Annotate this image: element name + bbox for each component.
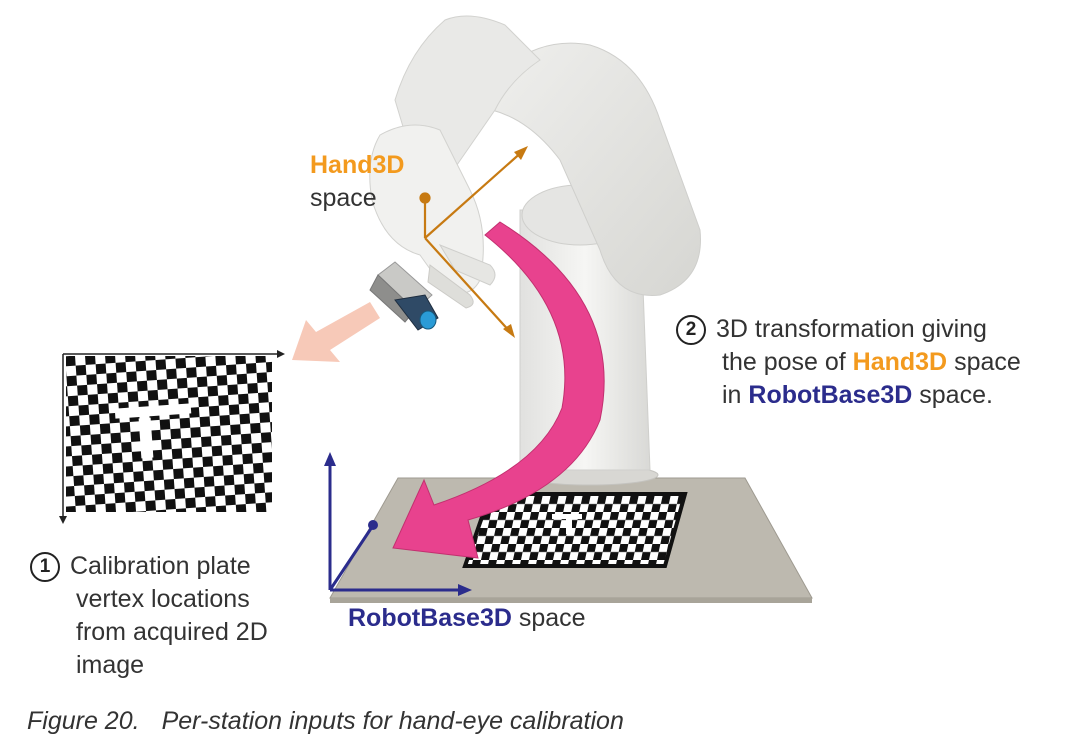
transform-arrow <box>392 221 605 559</box>
step1-line2-text: vertex locations <box>76 585 250 613</box>
step2-line2: the pose of Hand3D space <box>722 347 1021 377</box>
camera-view-arrow <box>292 302 380 362</box>
step1-line3: from acquired 2D <box>76 617 268 647</box>
step1-line4: image <box>76 650 144 680</box>
hand3d-name: Hand3D <box>310 151 405 179</box>
hand3d-axes <box>419 146 528 338</box>
step1-line3-text: from acquired 2D <box>76 618 268 646</box>
hand3d-label: Hand3D <box>310 150 404 180</box>
step1-line2: vertex locations <box>76 584 250 614</box>
step2-line1: 2 3D transformation giving <box>676 314 987 345</box>
camera-icon <box>369 261 439 331</box>
step2-line3: in RobotBase3D space. <box>722 380 993 410</box>
figure-caption: Figure 20. Per-station inputs for hand-ey… <box>27 707 624 736</box>
step2-line2-pre: the pose of <box>722 348 853 376</box>
step2-line2-hand3d: Hand3D <box>852 348 948 376</box>
calibration-image-2d <box>59 350 285 524</box>
work-table-edge <box>330 598 812 603</box>
robotbase3d-label: RobotBase3D space <box>348 603 586 633</box>
hand3d-space-text: space <box>310 184 377 212</box>
step1-number-badge: 1 <box>30 552 60 582</box>
step2-line1-text: 3D transformation giving <box>716 315 987 343</box>
step2-line3-robotbase: RobotBase3D <box>748 381 913 409</box>
step2-line2-post: space <box>947 348 1021 376</box>
hand3d-space-label: space <box>310 183 377 213</box>
figure-caption-text: Per-station inputs for hand-eye calibrat… <box>161 707 624 735</box>
step1-line4-text: image <box>76 651 145 679</box>
step1-line1: 1 Calibration plate <box>30 551 251 582</box>
robotbase3d-space-text: space <box>518 604 586 632</box>
step2-number-badge: 2 <box>676 315 706 345</box>
robotbase3d-name: RobotBase3D <box>348 604 512 632</box>
step2-line3-pre: in <box>722 381 749 409</box>
figure-number: Figure 20. <box>27 707 140 735</box>
step1-line1-text: Calibration plate <box>70 552 251 580</box>
step2-line3-post: space. <box>912 381 993 409</box>
robotbase3d-axes <box>324 452 472 596</box>
